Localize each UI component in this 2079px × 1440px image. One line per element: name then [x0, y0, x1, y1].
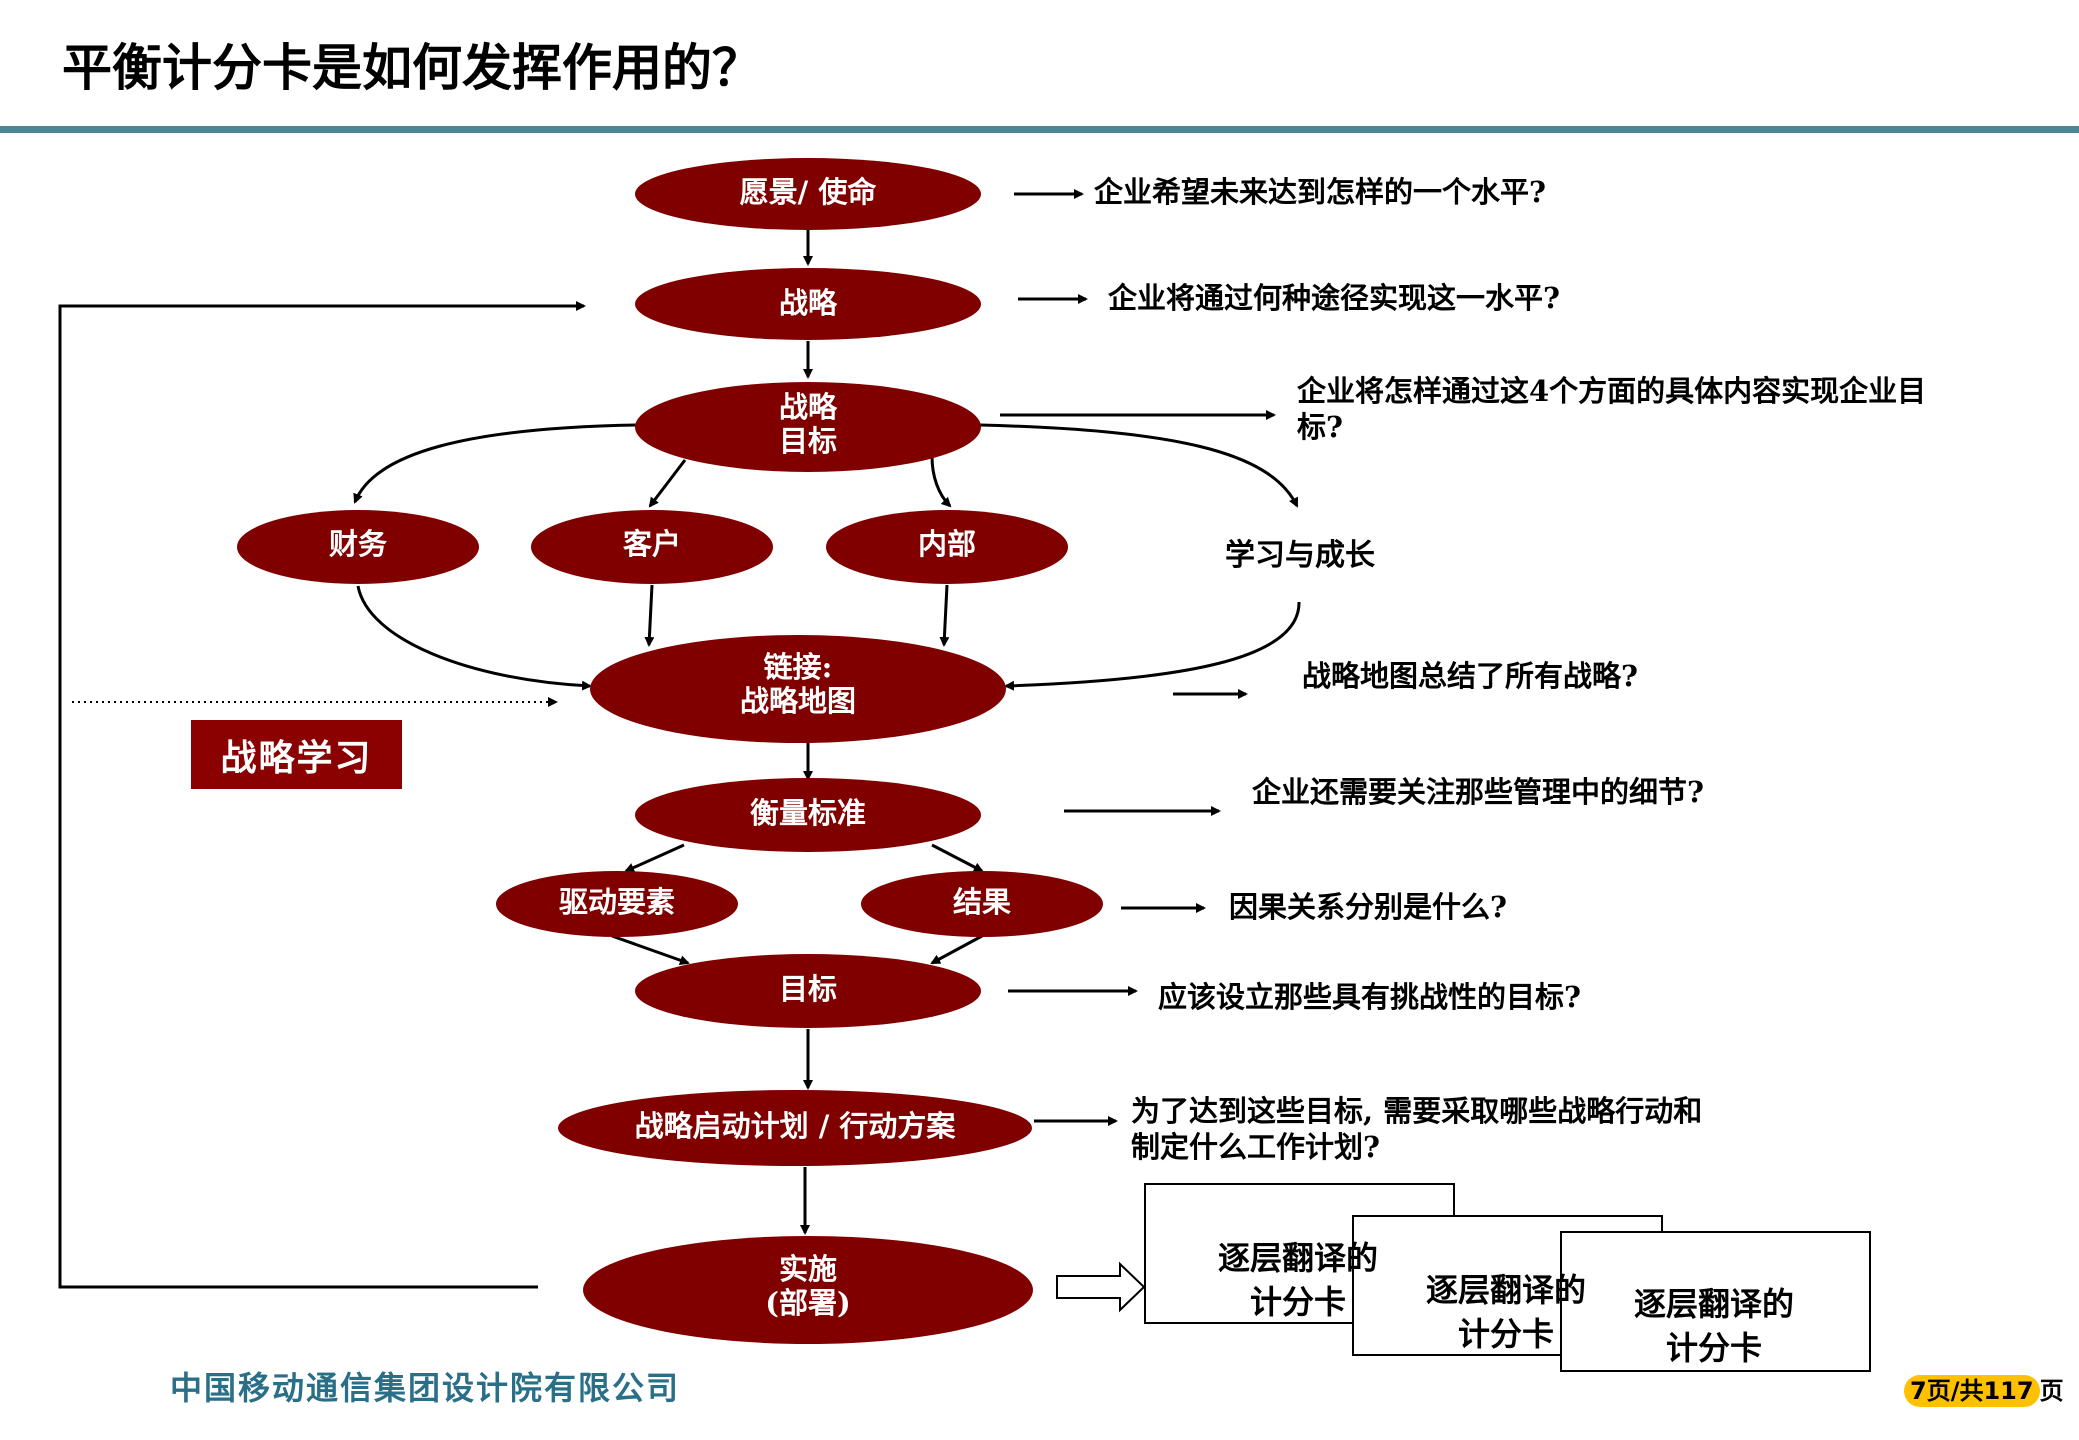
node-drivers-label: 驱动要素 — [558, 885, 676, 919]
node-learning-label: 学习与成长 — [1225, 538, 1375, 573]
node-objectives-line1: 战略 — [778, 390, 838, 424]
arrow-objectives-internal — [930, 455, 952, 508]
node-link-line2: 战略地图 — [739, 684, 857, 718]
arrow-objectives-customer — [648, 459, 687, 508]
page-separator: 页/共 — [1926, 1377, 1984, 1405]
scorecard-card-3-line1: 逐层翻译的 — [1633, 1285, 1795, 1323]
node-results — [861, 871, 1103, 937]
node-strategy-label: 战略 — [778, 286, 838, 320]
node-objectives — [635, 382, 981, 472]
arrow-customer-map — [644, 584, 655, 647]
arrow-results-targets — [930, 934, 983, 965]
node-targets-label: 目标 — [778, 972, 838, 1006]
scorecard-card-3-line2: 计分卡 — [1665, 1329, 1763, 1367]
page-title: 平衡计分卡是如何发挥作用的？ — [62, 39, 762, 97]
arrow-drivers-targets — [611, 934, 690, 966]
node-link — [590, 635, 1006, 743]
scorecard-card-1-line1: 逐层翻译的 — [1217, 1239, 1379, 1277]
company-footer: 中国移动通信集团设计院有限公司 — [170, 1369, 681, 1407]
scorecard-card-3-label: 逐层翻译的 计分卡 — [1634, 1282, 1794, 1370]
node-measures-label: 衡量标准 — [749, 796, 867, 830]
node-implement-line2: (部署) — [765, 1286, 851, 1320]
node-initiatives-label: 战略启动计划 / 行动方案 — [634, 1109, 956, 1143]
node-strategy — [635, 268, 981, 340]
question-strategy: 企业将通过何种途径实现这一水平? — [1108, 281, 1560, 315]
page-unit: 页 — [2039, 1377, 2064, 1405]
node-results-label: 结果 — [952, 885, 1012, 919]
node-objectives-label: 战略 目标 — [779, 390, 837, 458]
question-targets: 应该设立那些具有挑战性的目标? — [1158, 980, 1581, 1014]
question-vision: 企业希望未来达到怎样的一个水平? — [1094, 175, 1546, 209]
page-current: 7 — [1910, 1377, 1927, 1405]
node-drivers — [496, 871, 738, 937]
scorecard-card-2-line1: 逐层翻译的 — [1425, 1271, 1587, 1309]
node-finance-label: 财务 — [328, 527, 388, 561]
node-initiatives — [558, 1090, 1032, 1166]
question-causality: 因果关系分别是什么? — [1229, 890, 1507, 924]
scorecard-card-1-label: 逐层翻译的 计分卡 — [1218, 1236, 1378, 1324]
arrow-internal-map — [939, 584, 950, 647]
node-targets — [635, 954, 981, 1028]
node-internal — [826, 510, 1068, 584]
question-initiatives: 为了达到这些目标, 需要采取哪些战略行动和 制定什么工作计划? — [1131, 1093, 1702, 1165]
arrow-measures-results — [931, 843, 984, 873]
node-vision — [635, 158, 981, 230]
arrow-finance-map — [356, 585, 592, 691]
node-customer — [531, 510, 773, 584]
strategy-learning-badge: 战略学习 — [191, 720, 402, 789]
question-initiatives-line2: 制定什么工作计划? — [1131, 1130, 1380, 1164]
node-implement-line1: 实施 — [778, 1252, 838, 1286]
feedback-loop — [58, 301, 586, 1289]
scorecard-card-1-line2: 计分卡 — [1249, 1283, 1347, 1321]
arrow-objectives-learning — [979, 423, 1299, 508]
node-link-line1: 链接: — [763, 650, 833, 684]
page-indicator-highlight: 7页/共117 — [1904, 1375, 2040, 1407]
scorecard-card-2-line2: 计分卡 — [1457, 1315, 1555, 1353]
node-implement — [583, 1236, 1033, 1344]
header-rule — [0, 126, 2079, 133]
question-objectives: 企业将怎样通过这4个方面的具体内容实现企业目 标? — [1297, 373, 1926, 445]
question-measures: 企业还需要关注那些管理中的细节? — [1252, 775, 1704, 809]
question-objectives-line2: 标? — [1297, 410, 1343, 444]
scorecard-card-3 — [1560, 1231, 1871, 1372]
arrow-learning-map — [1004, 601, 1301, 691]
node-objectives-line2: 目标 — [778, 424, 838, 458]
hollow-arrow — [1056, 1261, 1146, 1313]
node-implement-label: 实施 (部署) — [765, 1252, 850, 1320]
node-internal-label: 内部 — [917, 527, 977, 561]
node-link-label: 链接: 战略地图 — [740, 650, 856, 718]
arrow-objectives-finance — [353, 423, 637, 504]
node-vision-label: 愿景/ 使命 — [739, 175, 877, 209]
question-initiatives-line1: 为了达到这些目标, 需要采取哪些战略行动和 — [1131, 1094, 1703, 1128]
question-map: 战略地图总结了所有战略? — [1302, 659, 1638, 693]
arrow-measures-drivers — [624, 843, 685, 873]
question-objectives-line1: 企业将怎样通过这4个方面的具体内容实现企业目 — [1297, 374, 1927, 408]
node-measures — [635, 778, 981, 852]
node-finance — [237, 510, 479, 584]
scorecard-card-2-label: 逐层翻译的 计分卡 — [1426, 1268, 1586, 1356]
node-customer-label: 客户 — [622, 527, 682, 561]
page-total: 117 — [1983, 1377, 2034, 1405]
